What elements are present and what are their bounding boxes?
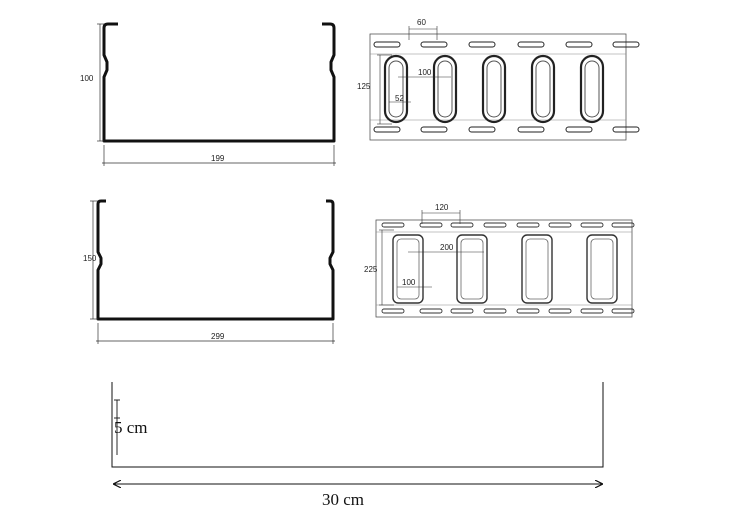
slot-bottom (611, 308, 635, 314)
small-slot-bottom (612, 126, 640, 133)
oval-slot-outer (432, 54, 458, 124)
slot-top (419, 222, 443, 228)
slot-bottom (548, 308, 572, 314)
slot-top (611, 222, 635, 228)
perforation-large: 120 200 225 100 (364, 203, 635, 318)
sketch-height-label: 5 cm (114, 418, 148, 437)
small-slot-bottom (420, 126, 448, 133)
perf-small-width: 52 (395, 94, 404, 103)
slot-top (450, 222, 474, 228)
perforation-large-slots (381, 222, 635, 314)
oval-slot-inner (486, 60, 502, 118)
small-slot-top (612, 41, 640, 48)
small-slot-bottom (517, 126, 545, 133)
oval-slot-outer (383, 54, 409, 124)
oval-slot-outer (481, 54, 507, 124)
rect-slot-outer (521, 234, 553, 304)
small-slot-bottom (373, 126, 401, 133)
profile-small-width: 199 (211, 154, 225, 163)
perf-large-pitch: 120 (435, 203, 449, 212)
oval-slot-inner (388, 60, 404, 118)
oval-slot-inner (535, 60, 551, 118)
small-slot-top (468, 41, 496, 48)
small-slot-top (420, 41, 448, 48)
profile-large-width: 299 (211, 332, 225, 341)
perf-small-pitch: 60 (417, 18, 426, 27)
slot-bottom (381, 308, 405, 314)
slot-bottom (483, 308, 507, 314)
perf-large-width: 100 (402, 278, 416, 287)
profile-small-height: 100 (80, 74, 94, 83)
rect-slot-outer (392, 234, 424, 304)
slot-top (548, 222, 572, 228)
profile-large-height: 150 (83, 254, 97, 263)
rect-slot-inner (460, 238, 484, 300)
sketch-width-label: 30 cm (322, 490, 364, 509)
slot-bottom (450, 308, 474, 314)
rect-slot-inner (590, 238, 614, 300)
perforation-small: 60 100 125 52 (357, 18, 640, 141)
slot-bottom (419, 308, 443, 314)
oval-slot-outer (530, 54, 556, 124)
slot-top (580, 222, 604, 228)
slot-top (516, 222, 540, 228)
profile-large: 150 299 (83, 199, 335, 344)
oval-slot-outer (579, 54, 605, 124)
oval-slot-inner (584, 60, 600, 118)
perf-large-spacing: 200 (440, 243, 454, 252)
perforation-small-slots (373, 41, 640, 133)
perf-small-height: 125 (357, 82, 371, 91)
oval-slot-inner (437, 60, 453, 118)
small-slot-bottom (468, 126, 496, 133)
small-slot-top (565, 41, 593, 48)
tray-sketch: 5 cm 30 cm (111, 382, 604, 509)
small-slot-top (373, 41, 401, 48)
slot-top (381, 222, 405, 228)
small-slot-top (517, 41, 545, 48)
rect-slot-inner (525, 238, 549, 300)
small-slot-bottom (565, 126, 593, 133)
slot-bottom (516, 308, 540, 314)
slot-top (483, 222, 507, 228)
profile-small: 100 199 (80, 22, 336, 166)
perf-small-spacing: 100 (418, 68, 432, 77)
rect-slot-outer (586, 234, 618, 304)
slot-bottom (580, 308, 604, 314)
rect-slot-inner (396, 238, 420, 300)
rect-slot-outer (456, 234, 488, 304)
perf-large-height: 225 (364, 265, 378, 274)
